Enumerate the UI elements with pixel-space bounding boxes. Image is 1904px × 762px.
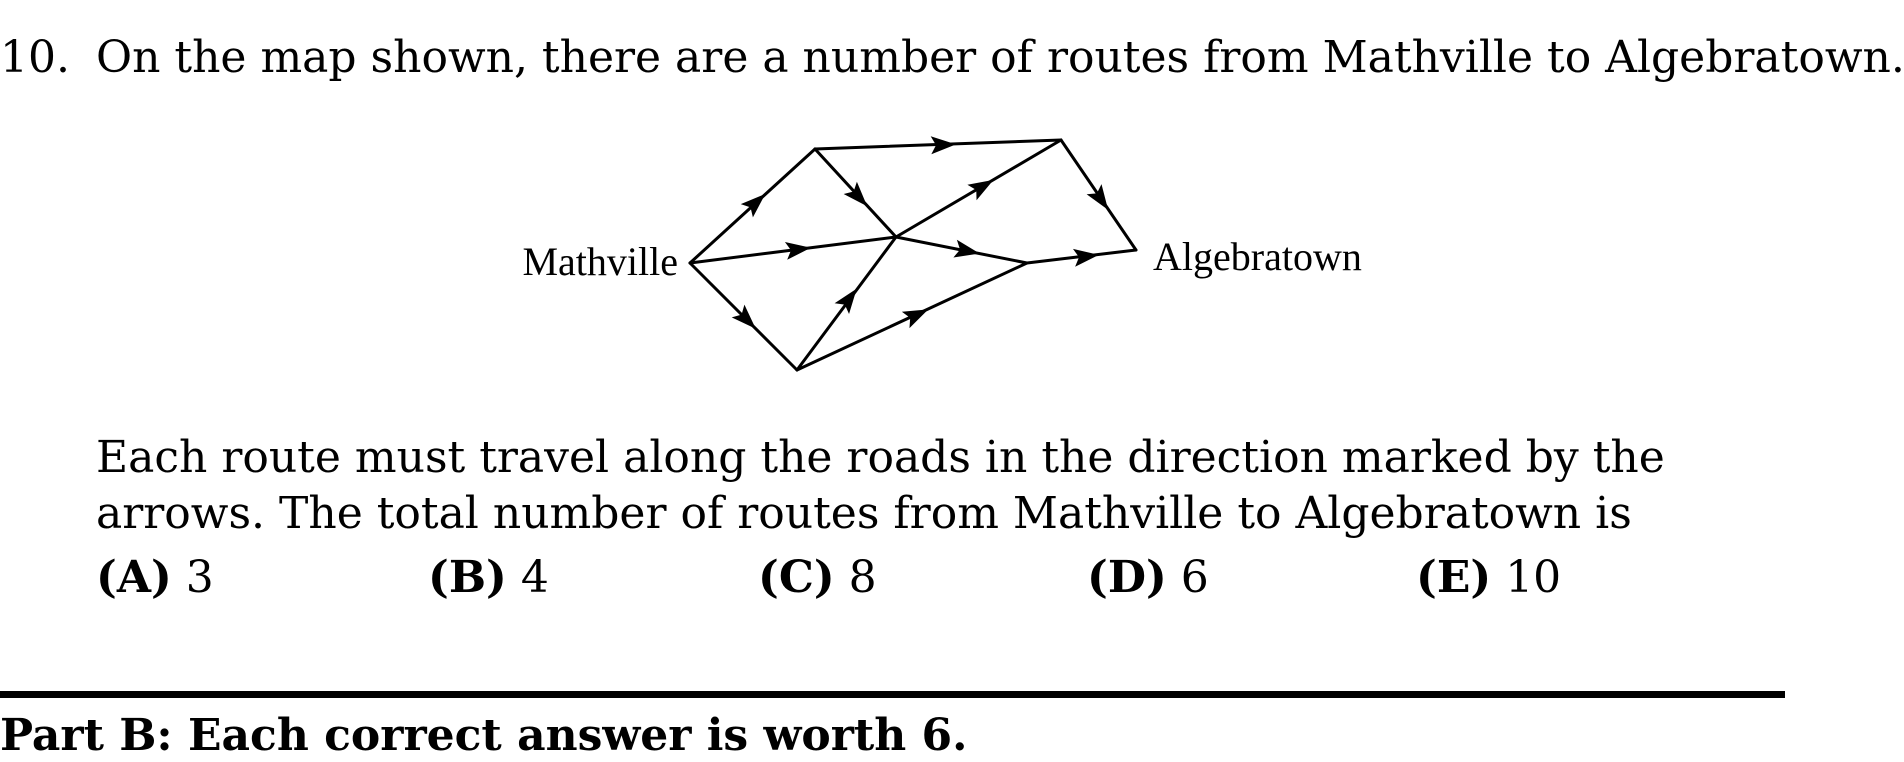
arrow-icon — [784, 241, 811, 260]
choice-letter: (C) — [758, 552, 835, 603]
question-paragraph: Each route must travel along the roads i… — [96, 432, 1665, 539]
choice-letter: (D) — [1087, 552, 1167, 603]
choice-e[interactable]: (E) 10 — [1416, 550, 1561, 606]
arrow-icon — [930, 136, 956, 155]
mathville-label: Mathville — [522, 239, 678, 284]
choice-value: 3 — [185, 552, 214, 603]
arrow-icon — [731, 304, 756, 329]
choice-letter: (A) — [96, 552, 172, 603]
arrow-icon — [953, 239, 980, 258]
route-map-diagram: Mathville Algebratown — [522, 136, 1362, 372]
choice-b[interactable]: (B) 4 — [428, 550, 549, 606]
arrow-icon — [740, 193, 766, 218]
algebratown-label: Algebratown — [1153, 234, 1362, 279]
arrow-icon — [1086, 184, 1109, 210]
question-stem: On the map shown, there are a number of … — [96, 32, 1904, 83]
arrow-icon — [843, 181, 868, 207]
arrow-icon — [967, 179, 994, 201]
choice-value: 8 — [848, 552, 877, 603]
section-divider — [0, 691, 1785, 698]
choice-value: 4 — [520, 552, 549, 603]
choice-value: 10 — [1505, 552, 1562, 603]
part-heading: Part B: Each correct answer is worth 6. — [0, 710, 968, 761]
question-number: 10. — [0, 32, 70, 83]
choice-a[interactable]: (A) 3 — [96, 550, 214, 606]
arrow-icon — [1072, 248, 1099, 267]
choice-letter: (E) — [1416, 552, 1492, 603]
choice-letter: (B) — [428, 552, 507, 603]
choice-c[interactable]: (C) 8 — [758, 550, 877, 606]
arrow-icon — [834, 288, 857, 314]
arrow-icon — [901, 309, 929, 329]
choice-d[interactable]: (D) 6 — [1087, 550, 1209, 606]
choice-value: 6 — [1180, 552, 1209, 603]
